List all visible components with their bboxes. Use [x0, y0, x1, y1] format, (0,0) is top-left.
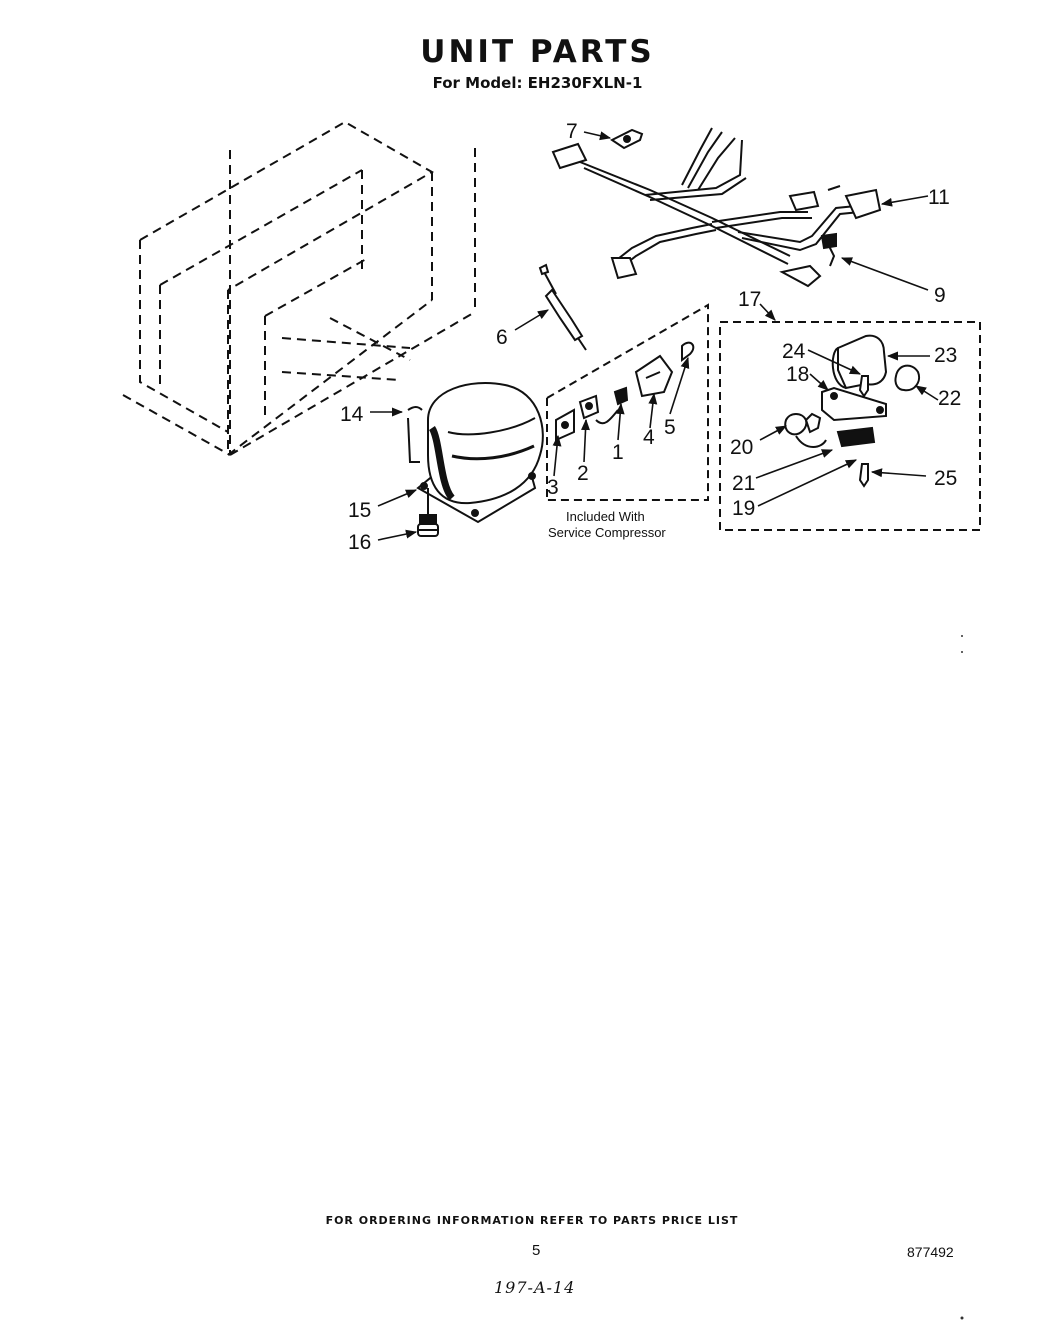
callout-1: 1: [612, 441, 624, 464]
leader-lines: [370, 131, 939, 541]
document-number: 877492: [907, 1244, 954, 1260]
model-subtitle: For Model: EH230FXLN-1: [432, 74, 643, 92]
page-title: UNIT PARTS: [420, 34, 655, 70]
callout-3: 3: [547, 476, 559, 499]
callout-22: 22: [938, 387, 961, 410]
cabinet-outline: [122, 120, 476, 456]
callout-15: 15: [348, 499, 371, 522]
callout-2: 2: [577, 462, 589, 485]
service-note-line1: Included With: [566, 509, 645, 524]
callout-14: 14: [340, 403, 364, 426]
page-number: 5: [532, 1242, 541, 1259]
callout-11: 11: [928, 186, 950, 209]
callout-numbers: 7 11 9 6 17 14 15 16 3 2 1 4 5 24 18 23 …: [340, 120, 961, 554]
callout-9: 9: [934, 284, 946, 307]
callout-25: 25: [934, 467, 957, 490]
ordering-footer: FOR ORDERING INFORMATION REFER TO PARTS …: [325, 1214, 739, 1227]
clip-part: [407, 406, 423, 463]
callout-20: 20: [730, 436, 753, 459]
handwritten-note: 197-A-14: [494, 1278, 576, 1297]
compressor: [416, 382, 544, 524]
mounting-grommet: [417, 488, 439, 537]
callout-24: 24: [782, 340, 806, 363]
callout-18: 18: [786, 363, 809, 386]
parts-1-to-5: [555, 341, 695, 442]
relay-kit-box: [719, 321, 981, 531]
drier-part: [538, 263, 587, 351]
callout-6: 6: [496, 326, 508, 349]
clamp-part: [610, 128, 644, 150]
callout-4: 4: [643, 426, 655, 449]
service-compressor-box: [546, 303, 709, 501]
callout-5: 5: [664, 416, 676, 439]
callout-16: 16: [348, 531, 371, 554]
relay-kit-parts: [784, 334, 920, 488]
callout-17: 17: [738, 288, 761, 311]
callout-19: 19: [732, 497, 755, 520]
callout-7: 7: [566, 120, 578, 143]
wiring-harness: [551, 127, 882, 288]
callout-23: 23: [934, 344, 957, 367]
service-note-line2: Service Compressor: [548, 525, 666, 540]
callout-21: 21: [732, 472, 755, 495]
